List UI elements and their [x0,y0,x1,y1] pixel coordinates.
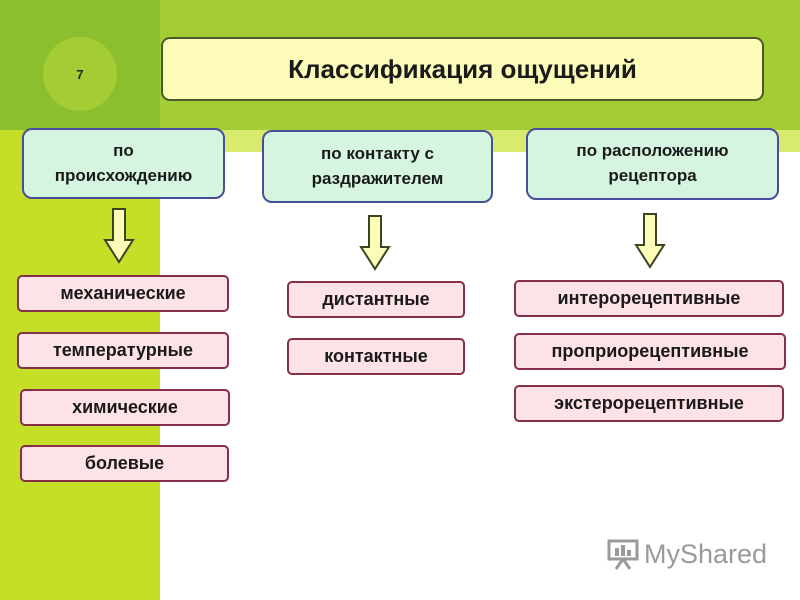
category-box-contact: по контакту с раздражителем [262,130,493,203]
item-temperature: температурные [17,332,229,369]
presentation-board-icon [607,539,639,570]
down-arrow-icon [359,215,391,271]
item-exteroceptive: экстерорецептивные [514,385,784,422]
item-chemical: химические [20,389,230,426]
item-proprioceptive: проприорецептивные [514,333,786,370]
down-arrow-icon [103,208,135,264]
category-box-origin: по происхождению [22,128,225,199]
category-label: по контакту с раздражителем [311,143,444,188]
item-mechanical: механические [17,275,229,312]
category-label: по происхождению [54,140,193,185]
watermark-text: MyShared [644,538,768,569]
item-distant: дистантные [287,281,465,318]
item-interoceptive: интерорецептивные [514,280,784,317]
watermark-logo: MyShared [606,538,767,570]
slide-number: 7 [76,66,84,82]
category-label: по расположению рецептора [576,141,729,185]
background-band [160,152,800,600]
down-arrow-icon [634,213,666,269]
slide-number-circle: 7 [43,37,117,111]
page-title: Классификация ощущений [288,53,637,84]
item-pain: болевые [20,445,229,482]
item-contact: контактные [287,338,465,375]
title-box: Классификация ощущений [161,37,764,101]
category-box-receptor-location: по расположению рецептора [526,128,779,200]
